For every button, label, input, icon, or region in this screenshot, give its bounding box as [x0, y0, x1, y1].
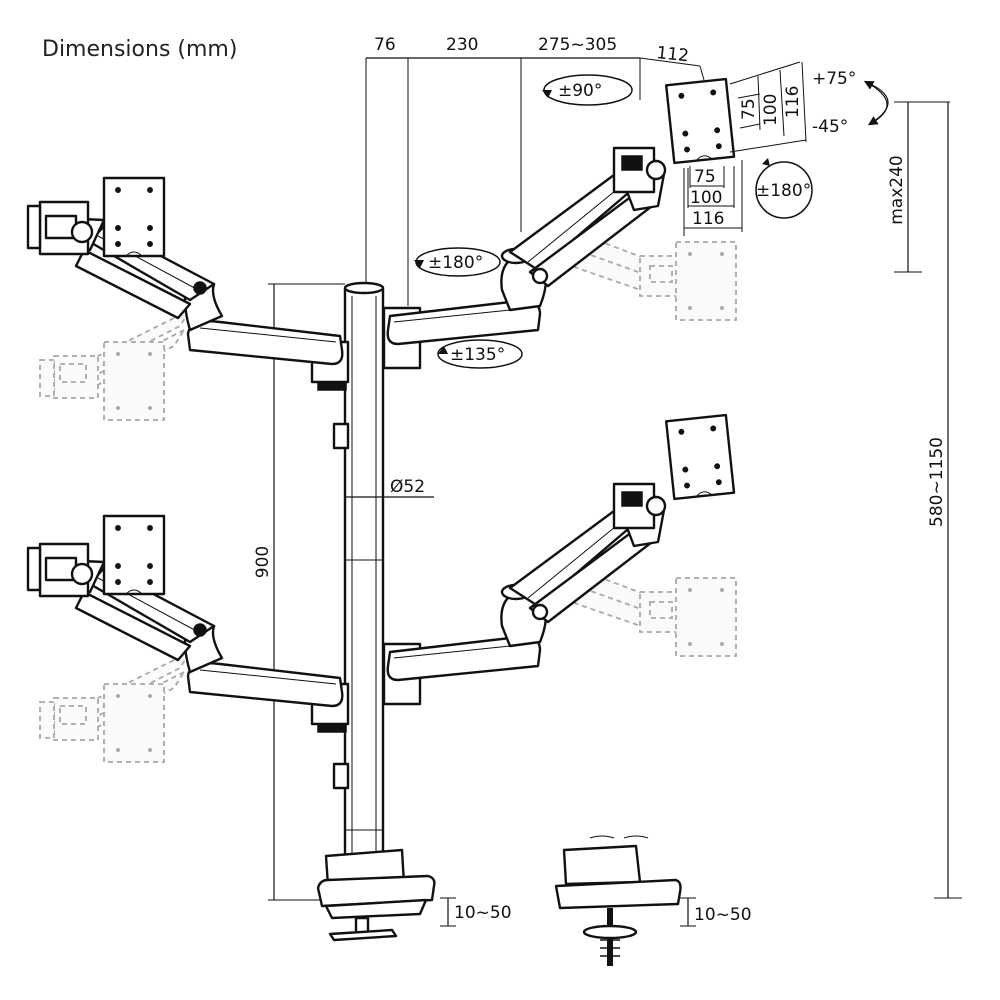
- rotation-swivel-base-label: ±135°: [450, 345, 505, 365]
- clamp-base-left: [316, 848, 436, 942]
- vesa-v75: 75: [739, 98, 759, 120]
- dim-max240: max240: [887, 155, 907, 225]
- dim-580-1150: 580~1150: [927, 437, 947, 527]
- top-dimension-line: [365, 57, 705, 306]
- rotation-swivel-arm-label: ±180°: [428, 253, 483, 273]
- rotation-swivel-base: [437, 339, 523, 369]
- rotation-swivel-head-label: ±180°: [756, 181, 811, 201]
- ghost-arm-bottom-left: [39, 651, 191, 763]
- vesa-dimension-lines: [683, 61, 807, 236]
- vesa-v100: 100: [761, 94, 781, 126]
- rotation-swivel-head: [755, 158, 813, 219]
- clamp-thickness-right-dimension: [680, 897, 696, 927]
- vesa-h100: 100: [690, 188, 722, 208]
- rotation-tilt-up-label: +75°: [812, 69, 856, 89]
- rotation-rotate-label: ±90°: [558, 81, 602, 101]
- total-height-dimension: [934, 102, 962, 899]
- rotation-tilt: [863, 80, 889, 126]
- clamp-thickness-left-dimension: [440, 897, 456, 927]
- dim-76: 76: [374, 35, 396, 55]
- diagram-title: Dimensions (mm): [42, 37, 237, 62]
- max-height-dimension: [894, 101, 950, 273]
- rotation-swivel-arm: [414, 247, 501, 277]
- vesa-h75: 75: [694, 167, 716, 187]
- arm-bottom-right: [382, 413, 736, 706]
- vesa-h116: 116: [692, 209, 724, 229]
- dim-275-305: 275~305: [538, 35, 617, 55]
- grommet-base-right: [554, 835, 682, 966]
- arm-top-left: [26, 176, 350, 391]
- dim-230: 230: [446, 35, 478, 55]
- arm-bottom-left: [26, 514, 350, 733]
- dim-clamp-right: 10~50: [694, 905, 752, 925]
- dim-900: 900: [253, 546, 273, 578]
- arm-top-right: [382, 77, 736, 370]
- ghost-arm-top-left: [39, 309, 191, 421]
- rotation-tilt-down-label: -45°: [812, 117, 848, 137]
- vesa-v116: 116: [783, 86, 803, 118]
- dim-112: 112: [655, 43, 689, 66]
- dim-clamp-left: 10~50: [454, 903, 512, 923]
- dim-pole-diameter: Ø52: [390, 477, 425, 497]
- rotation-rotate: [542, 74, 633, 106]
